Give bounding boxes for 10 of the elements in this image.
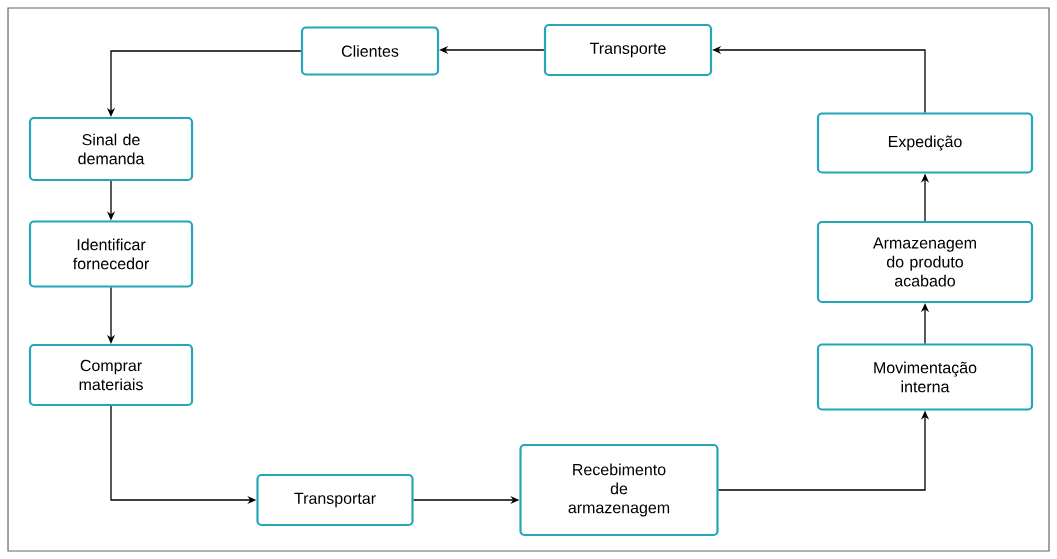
process-box: Expedição: [816, 112, 1034, 174]
process-box: Identificar fornecedor: [28, 220, 194, 288]
process-box: Recebimento de armazenagem: [519, 443, 719, 537]
process-box: Comprar materiais: [28, 343, 194, 407]
process-box: Armazenagem do produto acabado: [816, 220, 1034, 304]
process-box: Sinal de demanda: [28, 116, 194, 182]
process-box: Transporte: [543, 23, 713, 77]
process-box: Movimentação interna: [816, 343, 1034, 411]
process-box: Transportar: [256, 473, 414, 527]
process-box: Clientes: [300, 26, 440, 76]
